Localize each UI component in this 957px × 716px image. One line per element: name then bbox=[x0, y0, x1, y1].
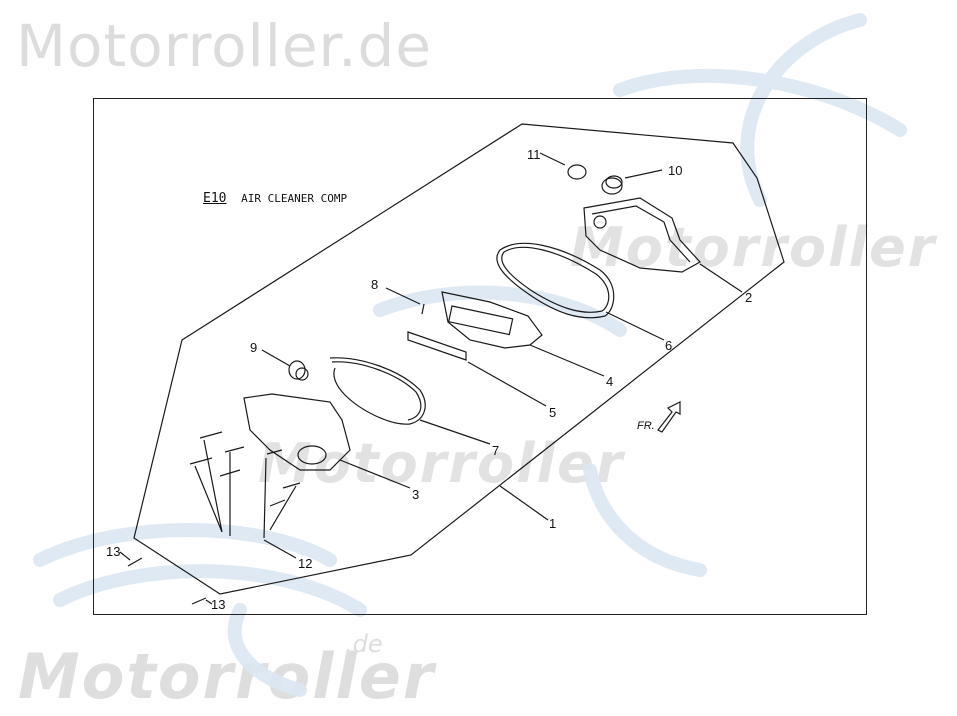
callout-11: 11 bbox=[527, 147, 541, 162]
callout-6: 6 bbox=[665, 338, 673, 353]
callout-7: 7 bbox=[492, 443, 500, 458]
front-direction-label: FR. bbox=[637, 420, 655, 432]
callout-10: 10 bbox=[668, 163, 683, 178]
watermark-bottom: Motorroller bbox=[18, 640, 436, 713]
diagram-title: E10 AIR CLEANER COMP bbox=[203, 191, 347, 206]
callout-2: 2 bbox=[745, 290, 753, 305]
callout-4: 4 bbox=[606, 374, 614, 389]
callout-13-left: 13 bbox=[106, 544, 121, 559]
diagram-frame bbox=[93, 98, 867, 615]
watermark-top: Motorroller.de bbox=[16, 12, 433, 80]
callout-3: 3 bbox=[412, 487, 420, 502]
diagram-title-text: AIR CLEANER COMP bbox=[241, 192, 348, 205]
watermark-middle-right: Motorroller bbox=[570, 216, 937, 279]
callout-8: 8 bbox=[371, 277, 379, 292]
watermark-bottom-suffix: .de bbox=[345, 630, 383, 658]
callout-5: 5 bbox=[549, 405, 557, 420]
diagram-code: E10 bbox=[203, 191, 227, 206]
callout-1: 1 bbox=[549, 516, 557, 531]
callout-13-bottom: 13 bbox=[211, 597, 226, 612]
callout-9: 9 bbox=[250, 340, 258, 355]
callout-12: 12 bbox=[298, 556, 313, 571]
group-outline bbox=[133, 123, 785, 595]
